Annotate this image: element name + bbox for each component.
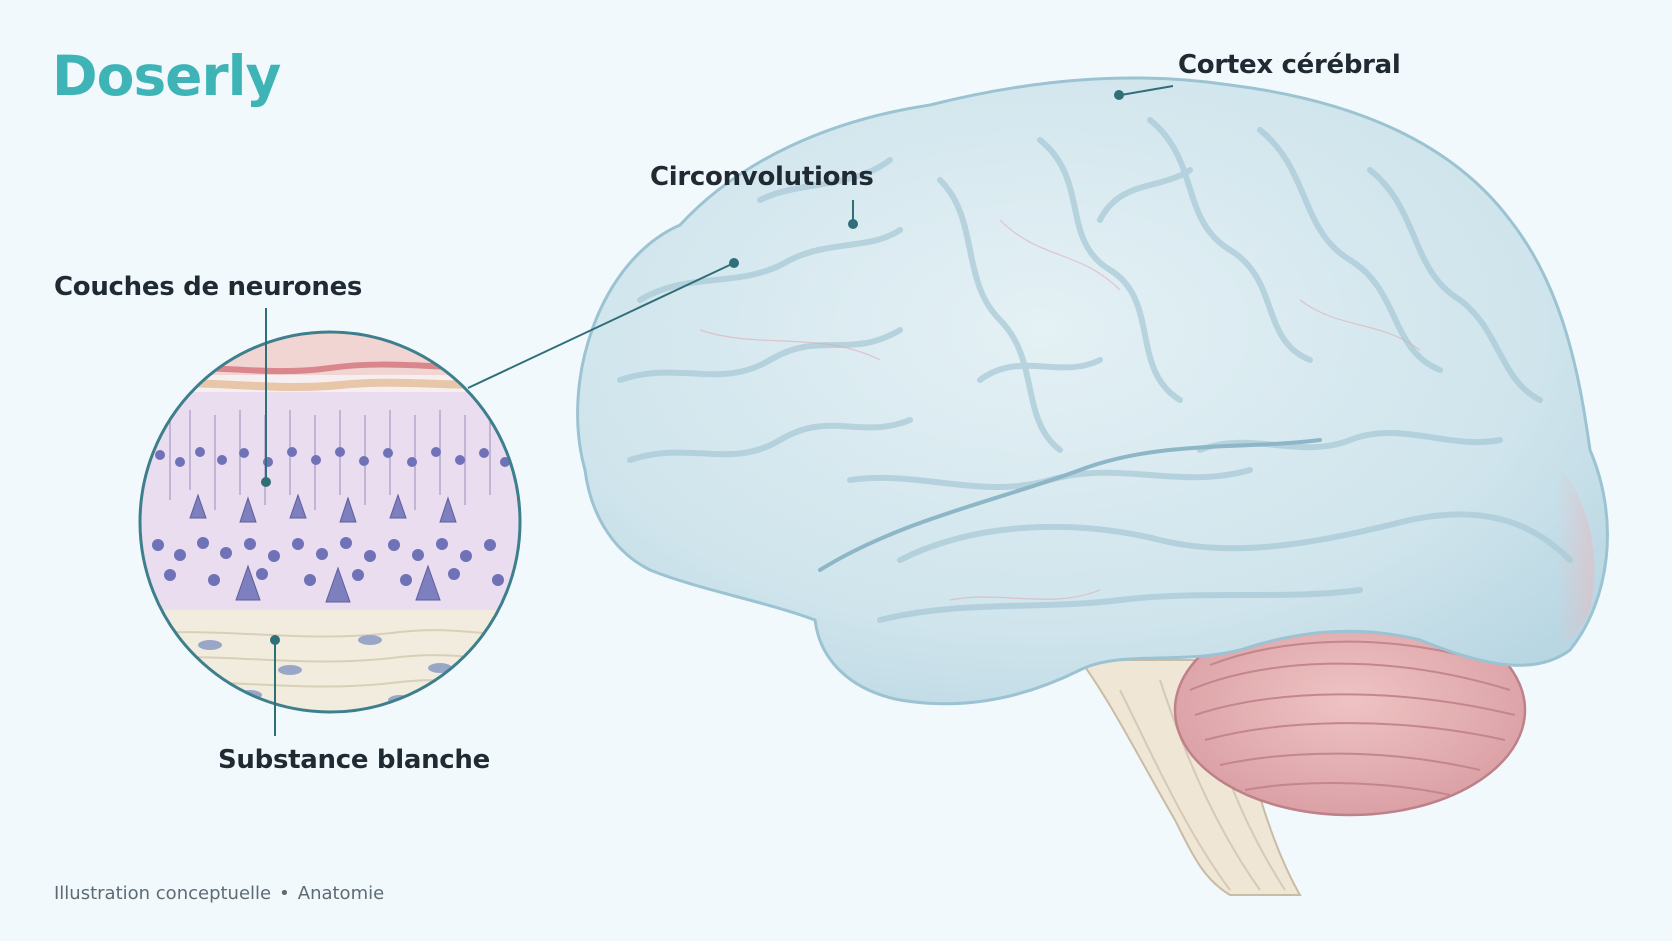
zoom-connector-line [467,262,735,389]
label-couches-de-neurones: Couches de neurones [54,272,363,302]
cerebral-cortex [576,76,1609,706]
caption-separator: • [279,883,290,904]
cortex-leader [1114,85,1174,100]
label-circonvolutions: Circonvolutions [650,162,874,192]
substance-leader [270,635,280,736]
couches-leader [261,308,271,487]
label-cortex-cerebral: Cortex cérébral [1178,50,1401,80]
brand-logo: Doserly [52,44,281,108]
caption-left: Illustration conceptuelle [54,883,272,904]
cerebellum [1173,603,1527,817]
label-substance-blanche: Substance blanche [218,745,490,775]
circonvolutions-leader [729,200,858,268]
neuron-layers-inset [138,330,522,714]
caption-right: Anatomie [297,883,385,904]
footer-caption: Illustration conceptuelle • Anatomie [54,883,384,904]
